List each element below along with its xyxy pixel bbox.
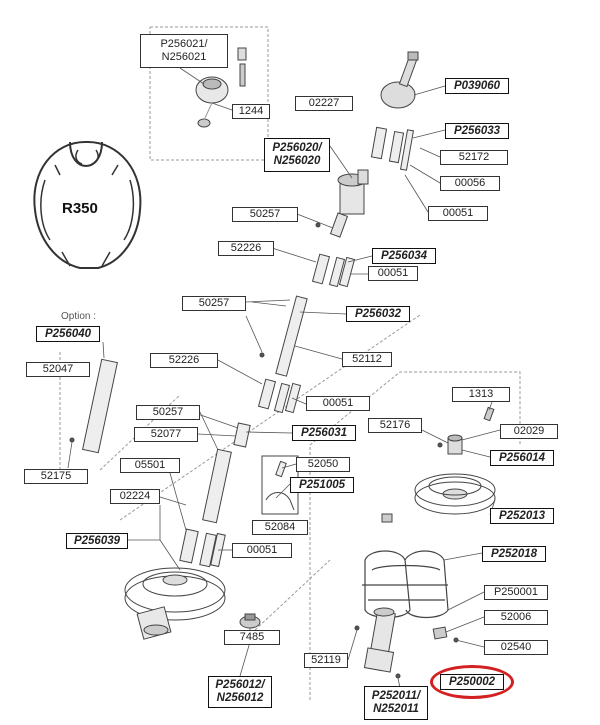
part-label-1313[interactable]: 1313 [452,387,510,402]
leader-lines [67,67,501,689]
part-label-52175[interactable]: 52175 [24,469,88,484]
spring-cage-p252018 [362,550,449,619]
part-label-p252011[interactable]: P252011/ N252011 [364,686,428,720]
part-label-02540[interactable]: 02540 [484,640,548,655]
part-label-p256033[interactable]: P256033 [445,123,509,139]
part-label-50257-a[interactable]: 50257 [232,207,298,222]
option-label: Option : [61,311,97,322]
part-label-50257-c[interactable]: 50257 [136,405,200,420]
part-label-05501[interactable]: 05501 [120,458,180,473]
group-outline-right [309,371,521,700]
part-label-p039060[interactable]: P039060 [445,78,509,94]
part-label-p256039[interactable]: P256039 [66,533,128,549]
part-label-p256040[interactable]: P256040 [36,326,100,342]
part-label-p256031[interactable]: P256031 [292,425,356,441]
part-label-p251005[interactable]: P251005 [290,477,354,493]
group-outline-lower [254,559,331,631]
part-label-02224[interactable]: 02224 [110,489,160,504]
part-label-52050[interactable]: 52050 [296,457,350,472]
part-label-00051-a[interactable]: 00051 [428,206,488,221]
part-label-52084[interactable]: 52084 [252,520,308,535]
bearing-assembly-top [195,47,247,128]
part-label-p252013[interactable]: P252013 [490,508,554,524]
part-label-52112[interactable]: 52112 [342,352,392,367]
part-label-00056[interactable]: 00056 [440,176,500,191]
profile-label: R350 [62,200,98,217]
part-label-52047[interactable]: 52047 [26,362,90,377]
part-label-p252018[interactable]: P252018 [482,546,546,562]
part-label-52226-b[interactable]: 52226 [150,353,218,368]
group-outline-mid [119,314,421,521]
drum-lower-left [124,567,226,640]
part-label-00051-c[interactable]: 00051 [306,396,370,411]
part-label-52119[interactable]: 52119 [304,653,348,668]
handle-part [380,51,419,109]
part-label-p256014[interactable]: P256014 [490,450,554,466]
part-label-52077[interactable]: 52077 [134,427,198,442]
part-label-1244[interactable]: 1244 [232,104,270,119]
part-label-p256012[interactable]: P256012/ N256012 [208,676,272,708]
drum-p252013 [414,473,496,515]
part-label-p256020[interactable]: P256020/ N256020 [264,138,330,172]
part-label-02227[interactable]: 02227 [295,96,353,111]
motor-lower-right [354,607,401,679]
part-label-p256034[interactable]: P256034 [372,248,436,264]
r350-profile-outline [33,141,142,269]
gearbox-upper [315,169,369,238]
part-label-52172[interactable]: 52172 [440,150,508,165]
highlight-circle-p250002 [430,665,514,699]
part-label-00051-d[interactable]: 00051 [232,543,292,558]
part-label-p256032[interactable]: P256032 [346,306,410,322]
part-label-02029[interactable]: 02029 [500,424,558,439]
part-label-50257-b[interactable]: 50257 [182,296,246,311]
part-label-00051-b[interactable]: 00051 [368,266,418,281]
part-label-52226-a[interactable]: 52226 [218,241,274,256]
part-label-7485[interactable]: 7485 [224,630,280,645]
part-label-p256021[interactable]: P256021/ N256021 [140,34,228,68]
part-label-p250001[interactable]: P250001 [484,585,548,600]
part-label-52176[interactable]: 52176 [368,418,422,433]
part-label-52006[interactable]: 52006 [484,610,548,625]
